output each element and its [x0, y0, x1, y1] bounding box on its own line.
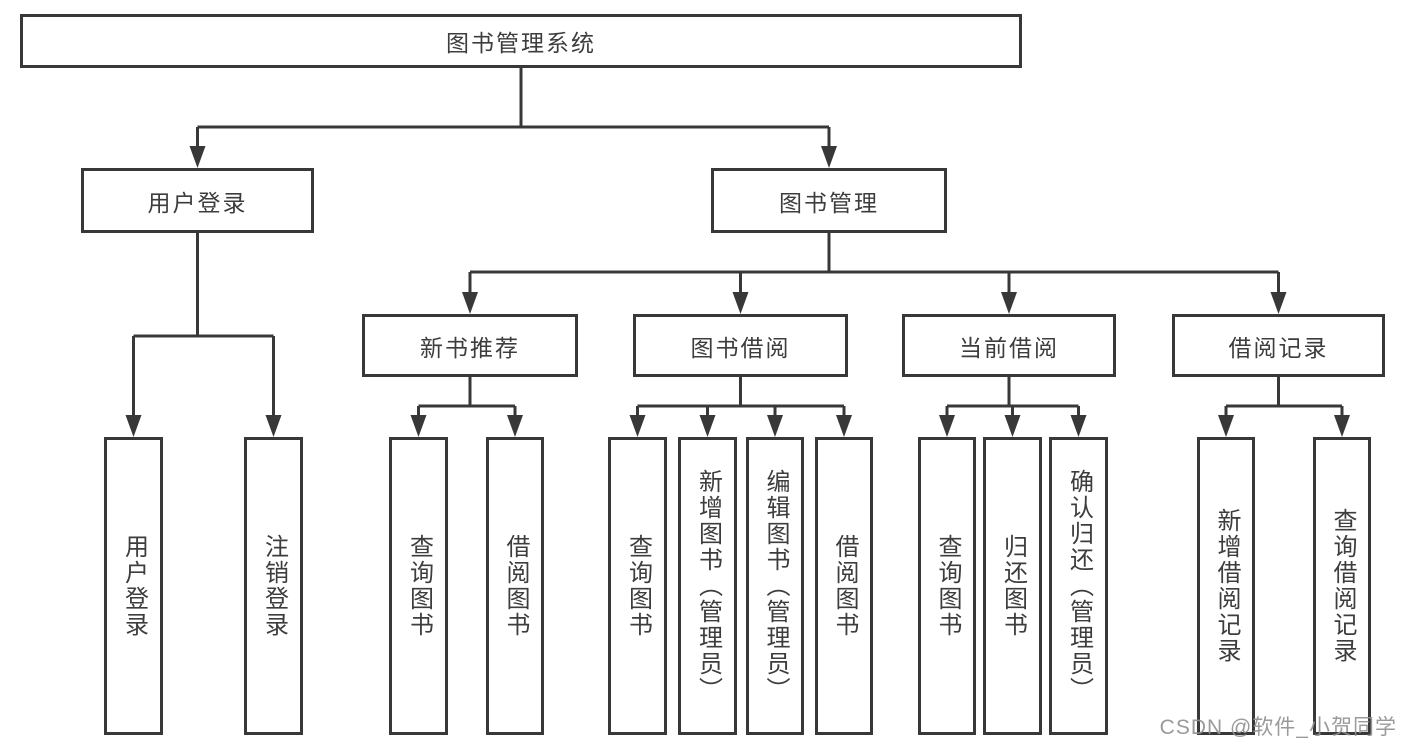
leaf-nbr-borrow-books-label: 借阅图书 — [502, 534, 529, 638]
leaf-bb-borrow-books-label: 借阅图书 — [831, 534, 858, 638]
node-user-login-label: 用户登录 — [147, 189, 248, 216]
leaf-br-add-record-label: 新增借阅记录 — [1213, 508, 1240, 664]
connector-root-to-level2 — [196, 68, 831, 148]
leaf-nbr-query-books-label: 查询图书 — [405, 534, 433, 638]
node-current-borrowing-label: 当前借阅 — [959, 334, 1059, 361]
leaf-bb-edit-books-admin-label: 编辑图书（管理员） — [762, 469, 789, 703]
node-borrowing-records: 借阅记录 — [1172, 314, 1385, 377]
connector-borrowrecords-to-leaves — [1224, 377, 1344, 417]
arrowheads — [125, 146, 1350, 437]
csdn-watermark: CSDN @软件_小贺同学 — [1159, 716, 1397, 739]
leaf-cb-return-books: 归还图书 — [983, 437, 1042, 735]
leaf-user-login: 用户登录 — [104, 437, 163, 735]
leaf-logout: 注销登录 — [244, 437, 303, 735]
node-book-management: 图书管理 — [711, 168, 947, 233]
leaf-br-add-record: 新增借阅记录 — [1197, 437, 1255, 735]
leaf-cb-confirm-return-admin-label: 确认归还（管理员） — [1065, 469, 1093, 703]
node-root: 图书管理系统 — [20, 14, 1022, 68]
node-current-borrowing: 当前借阅 — [902, 314, 1116, 377]
leaf-logout-label: 注销登录 — [260, 534, 288, 638]
leaf-br-query-record: 查询借阅记录 — [1313, 437, 1371, 735]
leaf-user-login-label: 用户登录 — [120, 534, 148, 638]
leaf-bb-edit-books-admin: 编辑图书（管理员） — [746, 437, 804, 735]
leaf-cb-query-books-label: 查询图书 — [934, 534, 961, 638]
leaf-bb-add-books-admin-label: 新增图书（管理员） — [694, 469, 722, 703]
node-borrowing-records-label: 借阅记录 — [1228, 334, 1329, 361]
leaf-bb-add-books-admin: 新增图书（管理员） — [678, 437, 737, 735]
connector-userlogin-to-leaves — [132, 233, 275, 417]
leaf-bb-query-books: 查询图书 — [608, 437, 667, 735]
leaf-nbr-borrow-books: 借阅图书 — [486, 437, 544, 735]
leaf-cb-confirm-return-admin: 确认归还（管理员） — [1049, 437, 1108, 735]
leaf-bb-borrow-books: 借阅图书 — [815, 437, 873, 735]
leaf-cb-query-books: 查询图书 — [918, 437, 976, 735]
node-book-management-label: 图书管理 — [779, 189, 879, 216]
connector-bookmgmt-to-level3 — [468, 233, 1280, 294]
leaf-nbr-query-books: 查询图书 — [389, 437, 448, 735]
node-book-borrowing-label: 图书借阅 — [690, 334, 791, 361]
connector-bookborrow-to-leaves — [636, 377, 846, 417]
leaf-cb-return-books-label: 归还图书 — [999, 534, 1027, 638]
node-root-label: 图书管理系统 — [446, 30, 596, 56]
node-book-borrowing: 图书借阅 — [633, 314, 848, 377]
leaf-bb-query-books-label: 查询图书 — [624, 534, 652, 638]
leaf-br-query-record-label: 查询借阅记录 — [1329, 508, 1356, 664]
node-new-book-recommendation: 新书推荐 — [362, 314, 578, 377]
connector-currentborrow-to-leaves — [945, 377, 1080, 417]
node-new-book-recommendation-label: 新书推荐 — [420, 334, 520, 361]
connector-newbookrec-to-leaves — [417, 377, 517, 417]
node-user-login: 用户登录 — [81, 168, 314, 233]
